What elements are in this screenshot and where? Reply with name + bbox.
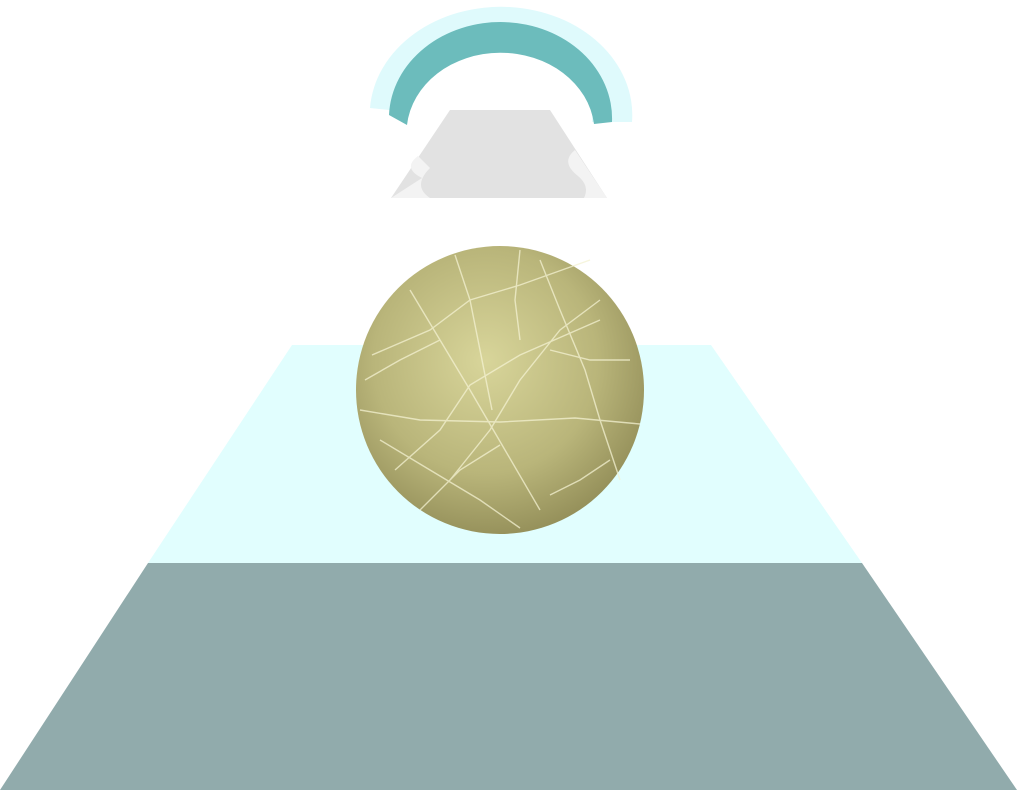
top-block-highlight-right <box>568 150 607 198</box>
foil-creases <box>359 249 641 529</box>
arch <box>370 6 633 125</box>
gold-foil-circle <box>356 246 644 534</box>
top-block-highlight-left <box>391 156 430 198</box>
base-tier <box>0 563 1017 790</box>
top-trapezoid <box>391 110 607 198</box>
